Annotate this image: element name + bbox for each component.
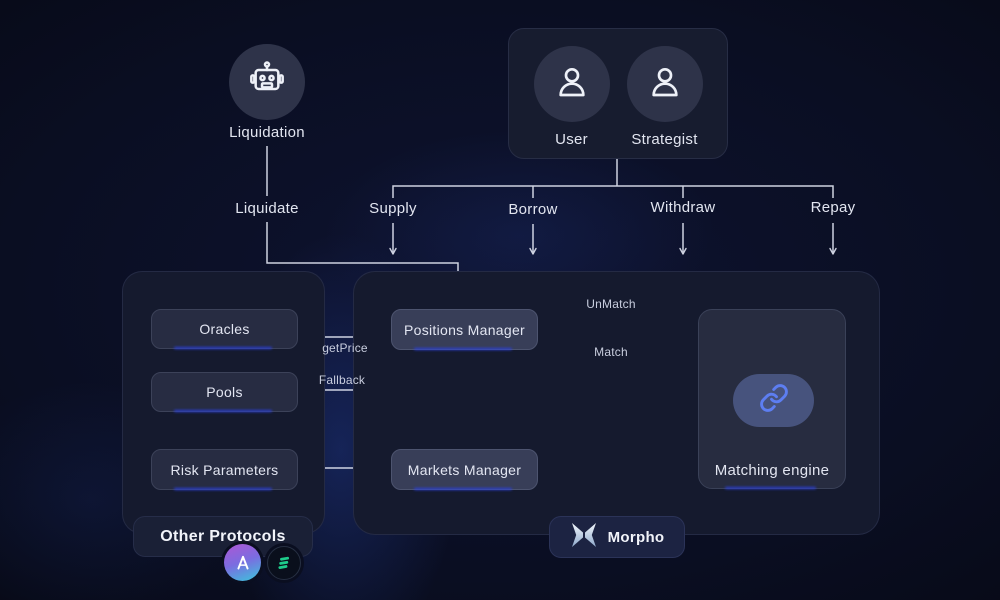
markets-manager-label: Markets Manager (407, 461, 522, 478)
user-icon (645, 62, 685, 107)
flow-label-repay: Repay (810, 199, 856, 216)
matching-engine-pill (733, 374, 814, 427)
flow-label-withdraw: Withdraw (650, 199, 716, 216)
oracles-label: Oracles (199, 321, 250, 337)
chain-link-icon (759, 383, 789, 418)
flow-label-borrow: Borrow (508, 201, 558, 218)
morpho-logo-icon (570, 522, 598, 552)
edge-label-fallback: Fallback (318, 373, 366, 387)
liquidation-node (229, 44, 305, 120)
user-label: User (555, 131, 588, 148)
aave-icon (224, 544, 261, 581)
user-avatar (533, 46, 610, 122)
liquidation-label: Liquidation (229, 124, 305, 141)
strategist-actor: Strategist (626, 46, 703, 158)
users-panel: User Strategist (508, 28, 728, 159)
flow-label-supply: Supply (369, 200, 417, 217)
morpho-badge: Morpho (549, 516, 685, 558)
edge-label-match: Match (594, 345, 628, 359)
flow-label-liquidate: Liquidate (235, 200, 299, 217)
edge-label-getprice: getPrice (322, 341, 368, 355)
risk-parameters-box: Risk Parameters (151, 449, 298, 490)
strategist-avatar (626, 46, 703, 122)
user-actor: User (533, 46, 610, 158)
positions-manager-box: Positions Manager (391, 309, 538, 350)
morpho-badge-label: Morpho (607, 528, 665, 546)
matching-engine-panel: Matching engine (698, 309, 846, 489)
other-protocols-badge-label: Other Protocols (160, 527, 286, 545)
positions-manager-label: Positions Manager (403, 321, 526, 338)
risk-parameters-label: Risk Parameters (170, 461, 279, 478)
markets-manager-box: Markets Manager (391, 449, 538, 490)
other-protocols-panel: Oracles Pools Risk Parameters (122, 271, 325, 534)
strategist-label: Strategist (631, 131, 698, 148)
pools-label: Pools (206, 384, 243, 400)
robot-icon (247, 60, 287, 105)
oracles-box: Oracles (151, 309, 298, 349)
matching-engine-label: Matching engine (714, 462, 830, 479)
pools-box: Pools (151, 372, 298, 412)
user-icon (552, 62, 592, 107)
compound-icon (267, 546, 301, 580)
edge-label-unmatch: UnMatch (586, 297, 636, 311)
edge-actions-bar (392, 185, 834, 198)
